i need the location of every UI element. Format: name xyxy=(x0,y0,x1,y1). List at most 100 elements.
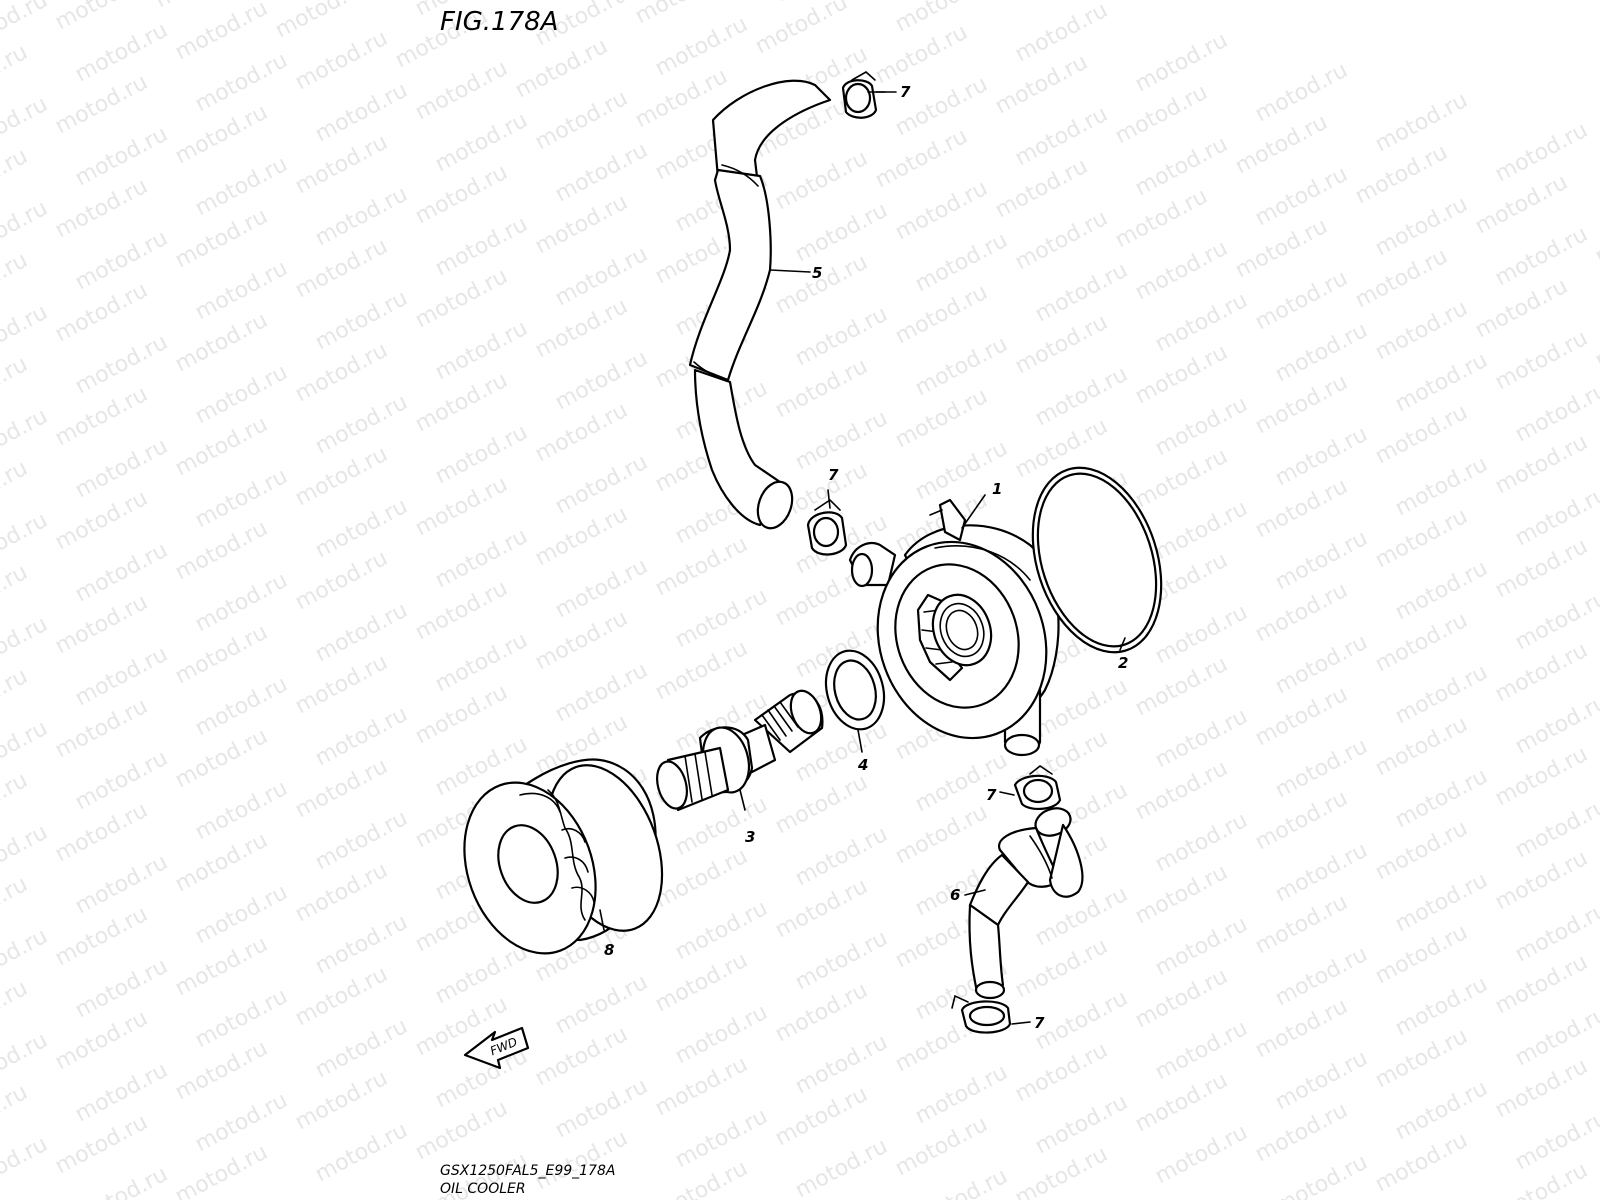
watermark-text: motod.ru xyxy=(191,1088,292,1157)
watermark-text: motod.ru xyxy=(71,642,172,711)
gasket[interactable] xyxy=(818,644,893,736)
watermark-text: motod.ru xyxy=(1391,1076,1492,1145)
watermark-text: motod.ru xyxy=(1491,1054,1592,1123)
watermark-text: motod.ru xyxy=(1031,258,1132,327)
watermark-text: motod.ru xyxy=(771,770,872,839)
watermark-text: motod.ru xyxy=(1131,236,1232,305)
watermark-text: motod.ru xyxy=(191,672,292,741)
o-ring[interactable] xyxy=(1011,451,1184,669)
watermark-text: motod.ru xyxy=(511,34,612,103)
watermark-text: motod.ru xyxy=(671,1104,772,1173)
watermark-text: motod.ru xyxy=(1371,192,1472,261)
watermark-text: motod.ru xyxy=(171,828,272,897)
watermark-text: motod.ru xyxy=(311,806,412,875)
watermark-text: motod.ru xyxy=(411,264,512,333)
watermark-text: motod.ru xyxy=(431,108,532,177)
watermark-text: motod.ru xyxy=(651,532,752,601)
watermark-text: motod.ru xyxy=(651,1052,752,1121)
watermark-text: motod.ru xyxy=(671,1000,772,1069)
watermark-text: motod.ru xyxy=(1251,474,1352,543)
watermark-text: motod.ru xyxy=(1011,102,1112,171)
figure-code: GSX1250FAL5_E99_178A xyxy=(440,1163,615,1179)
watermark-text: motod.ru xyxy=(1251,58,1352,127)
watermark-text: motod.ru xyxy=(771,978,872,1047)
watermark-text: motod.ru xyxy=(51,1110,152,1179)
watermark-text: motod.ru xyxy=(1251,1098,1352,1167)
callout-clamp-top: 7 xyxy=(900,83,911,101)
oil-cooler[interactable] xyxy=(848,498,1073,762)
watermark-text: motod.ru xyxy=(1251,994,1352,1063)
callout-clamp-bottom: 7 xyxy=(1034,1014,1045,1032)
watermark-text: motod.ru xyxy=(1151,600,1252,669)
watermark-text: motod.ru xyxy=(1271,318,1372,387)
hose-clamp-lower-mid[interactable] xyxy=(999,765,1062,810)
watermark-text: motod.ru xyxy=(71,1162,172,1200)
watermark-text: motod.ru xyxy=(1251,890,1352,959)
watermark-text: motod.ru xyxy=(171,1036,272,1105)
watermark-text: motod.ru xyxy=(71,330,172,399)
watermark-text: motod.ru xyxy=(171,412,272,481)
watermark-text: motod.ru xyxy=(271,0,372,43)
watermark-text: motod.ru xyxy=(1391,972,1492,1041)
watermark-text: motod.ru xyxy=(791,1134,892,1200)
watermark-text: motod.ru xyxy=(1271,526,1372,595)
watermark-text: motod.ru xyxy=(51,694,152,763)
watermark-text: motod.ru xyxy=(431,940,532,1009)
watermark-text: motod.ru xyxy=(411,56,512,125)
watermark-text: motod.ru xyxy=(531,294,632,363)
watermark-text: motod.ru xyxy=(651,844,752,913)
watermark-text: motod.ru xyxy=(171,516,272,585)
callout-clamp-mid: 7 xyxy=(828,466,839,484)
hose-lower[interactable] xyxy=(968,804,1084,1000)
watermark-text: motod.ru xyxy=(171,932,272,1001)
watermark-text: motod.ru xyxy=(1031,362,1132,431)
watermark-text: motod.ru xyxy=(171,620,272,689)
watermark-text: motod.ru xyxy=(531,398,632,467)
union-bolt[interactable] xyxy=(652,687,826,812)
watermark-text: motod.ru xyxy=(51,902,152,971)
watermark-text: motod.ru xyxy=(1371,920,1472,989)
watermark-text: motod.ru xyxy=(431,524,532,593)
forward-direction-arrow: FWD xyxy=(463,1026,530,1070)
hose-clamp-mid[interactable] xyxy=(806,489,848,556)
leader-lines xyxy=(599,91,1126,1025)
watermark-text: motod.ru xyxy=(71,122,172,191)
oil-filter[interactable] xyxy=(442,749,684,971)
watermark-text: motod.ru xyxy=(751,0,852,59)
watermark-text: motod.ru xyxy=(1491,222,1592,291)
watermark-text: motod.ru xyxy=(191,776,292,845)
watermark-text: motod.ru xyxy=(191,48,292,117)
watermark-text: motod.ru xyxy=(1371,88,1472,157)
watermark-text: motod.ru xyxy=(1491,430,1592,499)
watermark-text: motod.ru xyxy=(171,0,272,65)
watermark-text: motod.ru xyxy=(191,256,292,325)
watermark-text: motod.ru xyxy=(51,590,152,659)
watermark-text: motod.ru xyxy=(531,606,632,675)
hose-clamp-bottom[interactable] xyxy=(951,994,1012,1034)
watermark-text: motod.ru xyxy=(1391,660,1492,729)
watermark-text: motod.ru xyxy=(191,360,292,429)
watermark-text: motod.ru xyxy=(1131,964,1232,1033)
watermark-text: motod.ru xyxy=(1491,950,1592,1019)
watermark-text: motod.ru xyxy=(291,650,392,719)
watermark-text: motod.ru xyxy=(1231,110,1332,179)
hose-clamp-top[interactable] xyxy=(841,71,886,119)
watermark-text: motod.ru xyxy=(1131,756,1232,825)
watermark-text: motod.ru xyxy=(891,384,992,453)
watermark-text: motod.ru xyxy=(1151,1016,1252,1085)
watermark-text: motod.ru xyxy=(911,1060,1012,1129)
watermark-text: motod.ru xyxy=(531,502,632,571)
callout-hose-upper: 5 xyxy=(812,264,822,282)
watermark-text: motod.ru xyxy=(651,948,752,1017)
watermark-text: motod.ru xyxy=(1131,860,1232,929)
watermark-text: motod.ru xyxy=(1271,1046,1372,1115)
watermark-text: motod.ru xyxy=(1251,682,1352,751)
watermark-text: motod.ru xyxy=(1011,206,1112,275)
watermark-text: motod.ru xyxy=(671,584,772,653)
watermark-text: motod.ru xyxy=(291,754,392,823)
watermark-text: motod.ru xyxy=(1271,942,1372,1011)
watermark-text: motod.ru xyxy=(911,332,1012,401)
watermark-text: motod.ru xyxy=(531,1022,632,1091)
hose-upper[interactable] xyxy=(688,79,832,533)
